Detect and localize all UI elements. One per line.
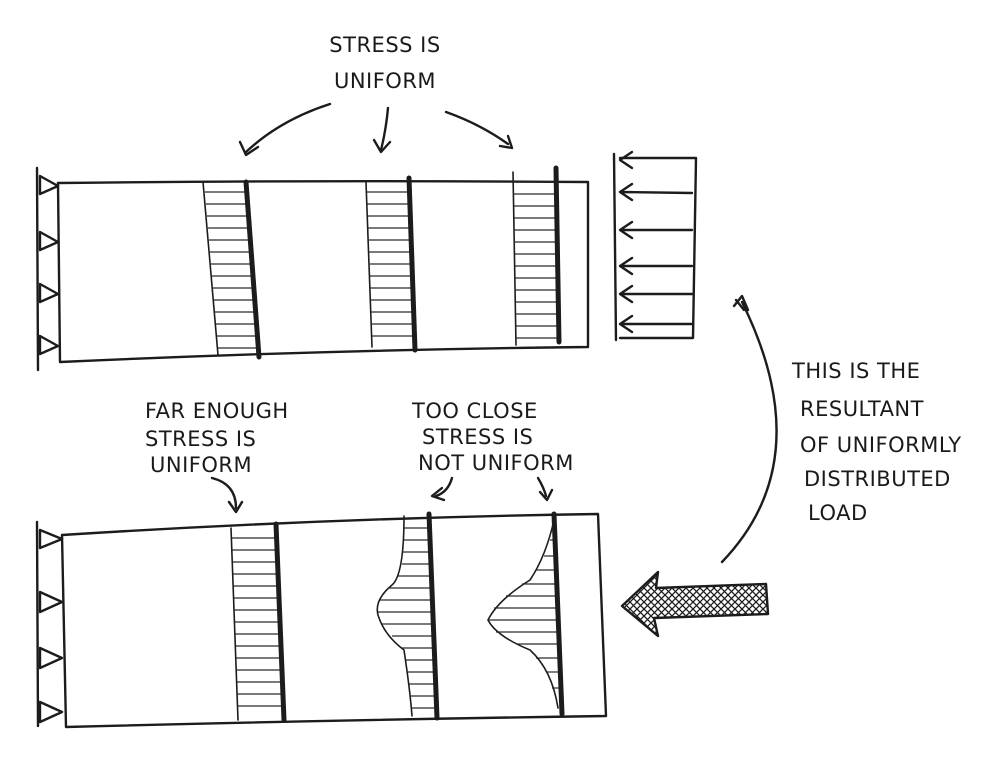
- top-support-wall: [35, 166, 40, 372]
- support-triangle: [38, 282, 60, 304]
- top-bar: [35, 165, 590, 372]
- close-arrow-1: [434, 476, 454, 498]
- section-cut-line: [553, 165, 562, 345]
- hatched-arrow: [620, 570, 770, 638]
- support-triangle: [38, 334, 60, 356]
- resultant-label-line-5: LOAD: [808, 501, 868, 525]
- close-label-line-3: NOT UNIFORM: [418, 451, 574, 475]
- bottom-bar-outline: [60, 512, 608, 729]
- support-triangle: [38, 700, 64, 724]
- resultant-label-line-3: OF UNIFORMLY: [800, 433, 962, 457]
- top-label-line-1: STRESS IS: [329, 33, 440, 57]
- arrow-head-3: [498, 134, 514, 150]
- bottom-section-3-stress: [487, 511, 565, 717]
- resultant-point-load-arrow: [620, 570, 770, 638]
- resultant-label-line-2: RESULTANT: [800, 397, 924, 421]
- close-label-line-2: STRESS IS: [422, 425, 533, 449]
- top-section-1-stress: [202, 179, 262, 360]
- far-label-line-1: FAR ENOUGH: [145, 399, 289, 423]
- resultant-curve-arrow: [720, 294, 778, 564]
- support-triangle: [38, 590, 64, 614]
- arrow-head-1: [238, 140, 260, 157]
- support-triangle: [38, 528, 64, 550]
- resultant-label-line-4: DISTRIBUTED: [804, 467, 951, 491]
- support-triangle: [38, 646, 64, 670]
- top-section-3-stress: [512, 165, 562, 346]
- bottom-section-2-stress: [376, 511, 440, 721]
- section-cut-line: [406, 175, 418, 353]
- bottom-section-1-stress: [230, 521, 287, 723]
- top-arrows: [238, 102, 514, 157]
- distributed-load-box: [618, 156, 698, 340]
- section-cut-line: [426, 511, 440, 721]
- bottom-support-wall: [35, 520, 40, 728]
- resultant-annotation: THIS IS THE RESULTANT OF UNIFORMLY DISTR…: [791, 359, 962, 525]
- top-section-2-stress: [365, 175, 418, 353]
- far-label-line-2: STRESS IS: [145, 427, 256, 451]
- bottom-bar: [35, 511, 608, 729]
- arrow-head-2: [372, 138, 392, 154]
- section-cut-line: [273, 521, 287, 723]
- load-arrows: [618, 150, 694, 334]
- support-triangle: [38, 230, 60, 252]
- support-triangle: [38, 174, 60, 196]
- far-arrow: [210, 476, 238, 510]
- far-annotation: FAR ENOUGH STRESS IS UNIFORM: [145, 399, 289, 514]
- close-annotation: TOO CLOSE STRESS IS NOT UNIFORM: [411, 399, 574, 502]
- close-label-line-1: TOO CLOSE: [411, 399, 538, 423]
- arrow-to-section-1: [244, 102, 332, 154]
- top-bar-outline: [56, 180, 590, 364]
- resultant-label-line-1: THIS IS THE: [791, 359, 920, 383]
- top-annotation: STRESS IS UNIFORM: [329, 33, 440, 93]
- top-label-line-2: UNIFORM: [334, 69, 436, 93]
- bottom-supports: [38, 528, 64, 724]
- section-cut-line: [551, 511, 565, 717]
- arrow-to-section-3: [444, 110, 510, 146]
- close-arrow-2: [536, 476, 548, 498]
- distributed-load: [612, 150, 698, 342]
- far-label-line-3: UNIFORM: [150, 453, 252, 477]
- arrow-to-section-2: [379, 106, 390, 152]
- section-cut-line: [243, 179, 262, 360]
- top-supports: [38, 174, 60, 356]
